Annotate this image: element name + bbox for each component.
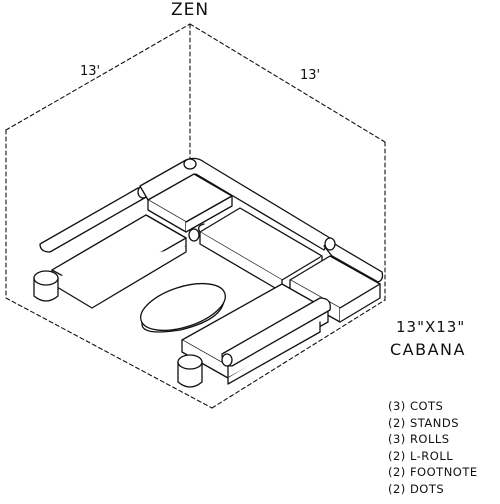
parts-list-item: (3) COTS xyxy=(388,399,444,413)
corner-stand xyxy=(147,173,233,233)
cabana-frame xyxy=(5,23,386,409)
parts-list-item: (3) ROLLS xyxy=(388,432,450,447)
cot-front xyxy=(181,283,331,385)
parts-list-item: (2) STANDS xyxy=(388,415,460,430)
diagram-title: ZEN xyxy=(170,0,210,20)
size-label: 13"X13" xyxy=(396,318,466,336)
dot-left xyxy=(33,270,59,302)
product-name: CABANA xyxy=(390,340,466,359)
parts-list: (3) COTS (2) STANDS (3) ROLLS (2) L-ROLL… xyxy=(388,398,478,498)
roll-right-side xyxy=(323,237,384,283)
dimension-right: 13' xyxy=(300,68,321,83)
dimension-left: 13' xyxy=(80,64,101,79)
oval-ottoman xyxy=(140,282,226,333)
parts-list-item: (2) L-ROLL xyxy=(388,448,454,463)
dot-front xyxy=(177,354,203,388)
parts-list-item: (2) FOOTNOTE xyxy=(388,465,478,480)
cot-left xyxy=(51,214,187,309)
l-roll-back xyxy=(139,157,331,251)
parts-list-item: (2) DOTS xyxy=(388,481,445,496)
